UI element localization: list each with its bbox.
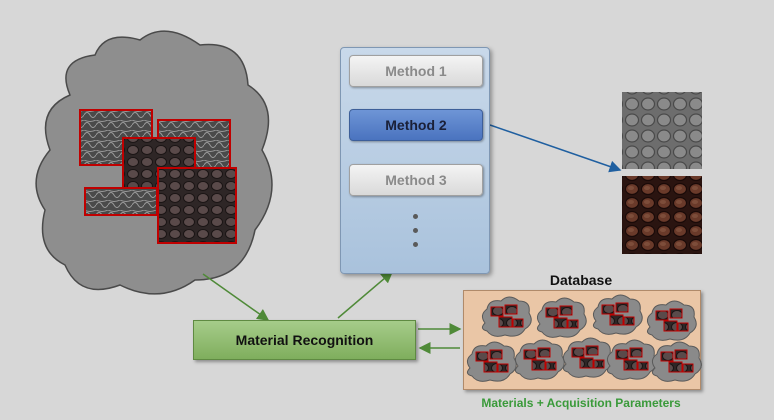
arrow-icon bbox=[489, 124, 622, 173]
leather-texture-icon bbox=[622, 92, 702, 169]
ellipsis-dot bbox=[413, 242, 418, 247]
database-title: Database bbox=[549, 272, 613, 288]
sample-image bbox=[157, 167, 237, 244]
method-2-button[interactable]: Method 2 bbox=[349, 109, 483, 141]
database-box bbox=[463, 290, 701, 390]
ellipsis-dot bbox=[413, 228, 418, 233]
arrow-icon bbox=[337, 271, 394, 319]
ellipsis-dot bbox=[413, 214, 418, 219]
method-3-button[interactable]: Method 3 bbox=[349, 164, 483, 196]
sample-image bbox=[84, 187, 158, 216]
material-recognition-box[interactable]: Material Recognition bbox=[193, 320, 416, 360]
database-caption: Materials + Acquisition Parameters bbox=[481, 396, 681, 410]
arrow-icon bbox=[202, 273, 270, 321]
leather-texture-icon bbox=[622, 176, 702, 254]
method-1-button[interactable]: Method 1 bbox=[349, 55, 483, 87]
material-samples bbox=[79, 109, 237, 244]
methods-panel: Method 1 Method 2 Method 3 bbox=[340, 47, 490, 274]
